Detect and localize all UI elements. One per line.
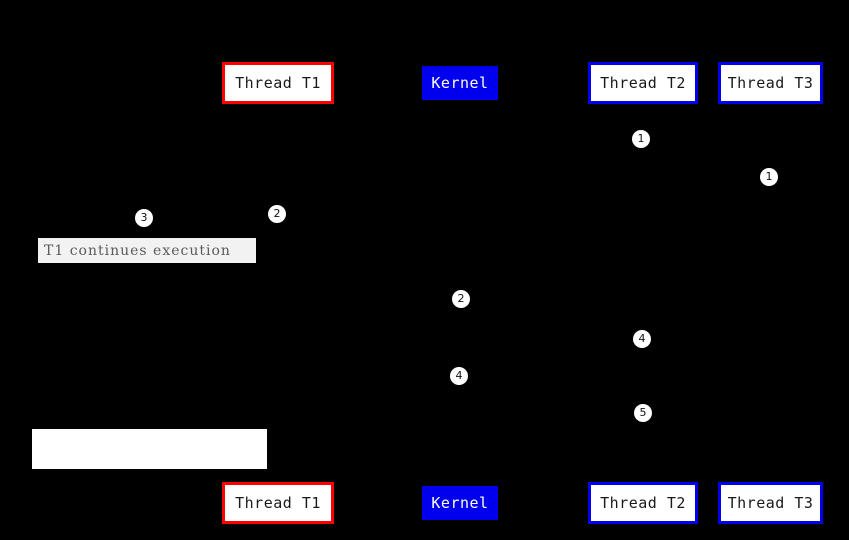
step-badge-4-kernel: 4 xyxy=(450,367,468,385)
lifeline-thread-t2 xyxy=(642,104,643,482)
lifeline-notch-thread-t1-bottom xyxy=(275,478,280,483)
lane-footer-thread-t2[interactable]: Thread T2 xyxy=(588,482,698,524)
lifeline-thread-t3 xyxy=(770,104,771,482)
lane-header-thread-t2[interactable]: Thread T2 xyxy=(588,62,698,104)
lifeline-notch-thread-t3-bottom xyxy=(768,478,773,483)
step-badge-1-thread-t3: 1 xyxy=(760,168,778,186)
step-badge-3-thread-t1: 3 xyxy=(135,209,153,227)
lane-footer-thread-t1[interactable]: Thread T1 xyxy=(222,482,334,524)
step-badge-5-thread-t2: 5 xyxy=(634,404,652,422)
note-t1-continues-execution: T1 continues execution xyxy=(37,237,257,264)
step-badge-2-thread-t1: 2 xyxy=(268,205,286,223)
lane-footer-thread-t3[interactable]: Thread T3 xyxy=(718,482,823,524)
lane-footer-kernel[interactable]: Kernel xyxy=(422,486,498,520)
lane-header-kernel[interactable]: Kernel xyxy=(422,66,498,100)
step-badge-4-thread-t2: 4 xyxy=(633,330,651,348)
step-badge-1-thread-t2: 1 xyxy=(632,130,650,148)
lane-header-thread-t1[interactable]: Thread T1 xyxy=(222,62,334,104)
lifeline-notch-thread-t2-bottom xyxy=(640,478,645,483)
step-badge-2-kernel: 2 xyxy=(452,290,470,308)
blank-panel-bottom-left xyxy=(32,429,267,469)
lane-header-thread-t3[interactable]: Thread T3 xyxy=(718,62,823,104)
lifeline-thread-t1 xyxy=(277,104,278,482)
